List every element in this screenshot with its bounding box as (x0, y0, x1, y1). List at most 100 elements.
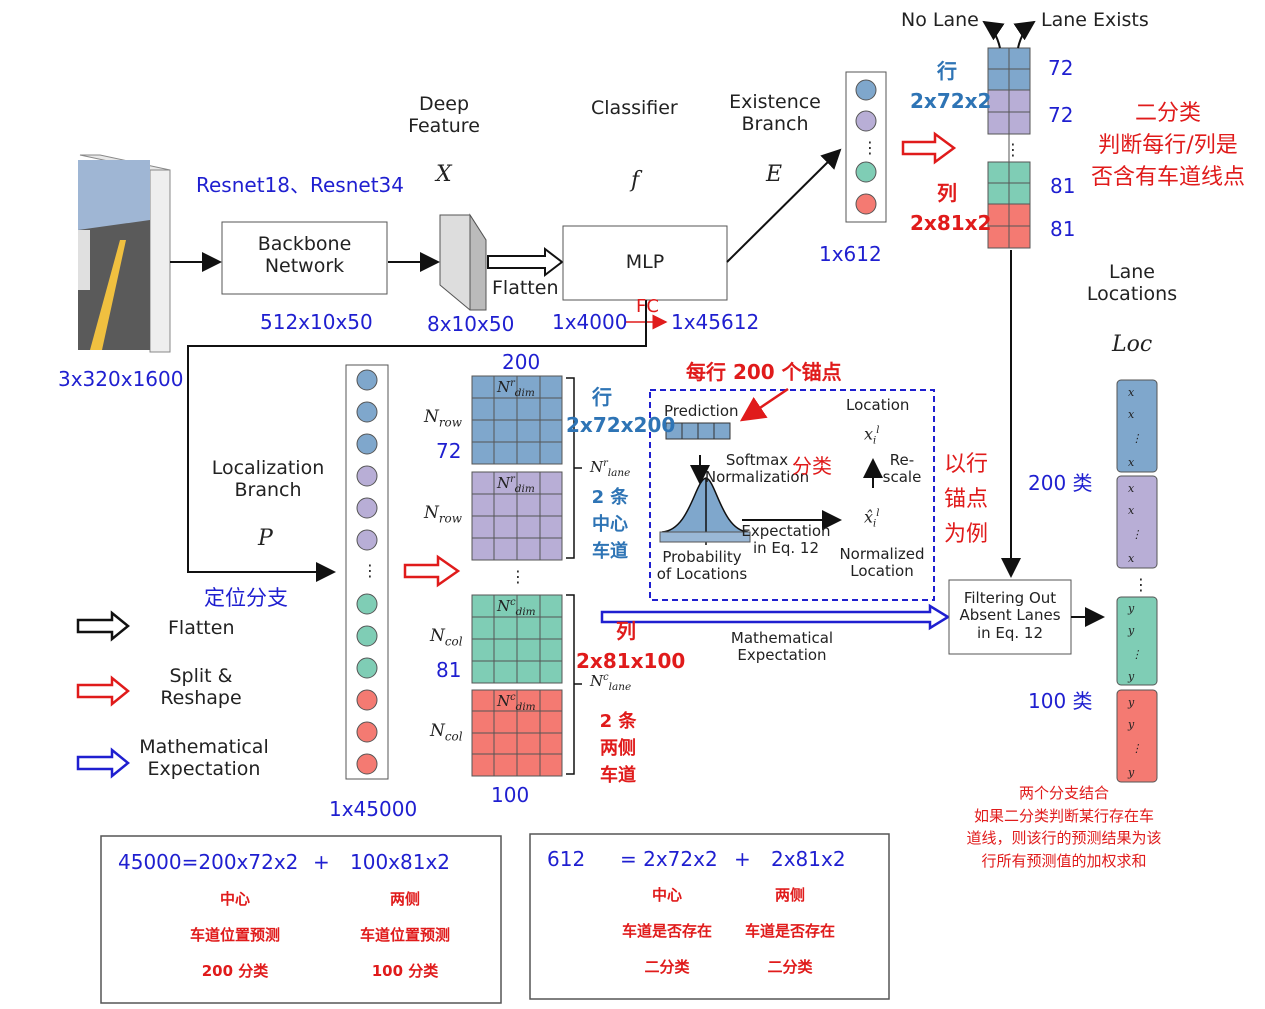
ndim-c-1: Ncdim (497, 597, 536, 618)
sum-right-eq-b: = 2x72x2 (620, 847, 718, 871)
grid-col-dims: 2x81x100 (576, 649, 686, 673)
backbone-label: Backbone Network (257, 233, 352, 277)
n-col-1: Ncol (430, 626, 463, 649)
existence-label: Existence Branch (729, 91, 821, 135)
legend-arrows (76, 610, 130, 779)
nlane-r: Nrlane (590, 458, 631, 479)
grid-col-cn: 列 (616, 619, 636, 643)
grid-row-1 (471, 375, 563, 465)
localization-symbol: P (258, 526, 273, 551)
svg-text:x: x (1128, 456, 1135, 469)
sum-right-eq-c: 2x81x2 (771, 847, 846, 871)
expectation-label: Expectation in Eq. 12 (741, 522, 831, 558)
sum-left-col-b: 两侧 车道位置预测 100 分类 (359, 890, 450, 980)
math-expectation-label: Mathematical Expectation (730, 629, 834, 665)
exist-col-n2: 81 (1050, 217, 1076, 241)
classifier-label: Classifier (591, 97, 678, 119)
grid-col-2 (471, 689, 563, 777)
fc-label: FC (636, 296, 659, 317)
legend-flatten: Flatten (168, 617, 235, 639)
sum-right-col-a: 中心 车道是否存在 二分类 (621, 886, 712, 976)
svg-text:⋮: ⋮ (362, 561, 378, 580)
lane-exists-label: Lane Exists (1041, 9, 1149, 31)
flatten-label: Flatten (492, 277, 559, 299)
lane-locations-symbol: Loc (1112, 332, 1153, 357)
input-image (78, 154, 171, 353)
input-dims: 3x320x1600 (58, 367, 184, 391)
sum-left-eq-a: 45000=200x72x2 (118, 850, 299, 874)
svg-text:x: x (1128, 408, 1135, 421)
svg-text:⋮: ⋮ (1131, 528, 1142, 541)
svg-text:⋮: ⋮ (1131, 742, 1142, 755)
mlp-dims: 1x4000 (552, 310, 628, 334)
rescale-label: Re- scale (882, 451, 922, 487)
probability-curve (659, 477, 751, 545)
grid-col-lanes: 2 条 两侧 车道 (599, 711, 637, 786)
svg-text:y: y (1127, 696, 1135, 709)
prediction-bar (665, 422, 731, 440)
grid-row-2 (471, 471, 563, 561)
grid-row-lanes: 2 条 中心 车道 (591, 487, 629, 562)
backbone-dims: 512x10x50 (260, 310, 373, 334)
cls-label: 分类 (792, 454, 832, 478)
svg-text:y: y (1127, 766, 1135, 779)
count-200: 200 类 (1028, 471, 1093, 495)
detail-box (649, 389, 935, 601)
exist-row-n2: 72 (1048, 103, 1074, 127)
filter-box (948, 579, 1072, 655)
legend-split: Split & Reshape (160, 665, 242, 709)
x-hat-symbol: x̂il (864, 507, 880, 530)
sum-right-col-b: 两侧 车道是否存在 二分类 (744, 886, 835, 976)
svg-text:⋮: ⋮ (862, 138, 878, 157)
nlane-c: Nclane (590, 672, 632, 693)
svg-text:x: x (1128, 552, 1135, 565)
exist-col-label: 列 (937, 181, 957, 205)
feature-block (439, 213, 487, 311)
prob-label: Probability of Locations (656, 548, 748, 584)
summary-box-left (100, 835, 502, 1004)
svg-text:x: x (1128, 386, 1135, 399)
mlp-box (562, 225, 728, 301)
svg-text:y: y (1127, 624, 1135, 637)
exist-col-n1: 81 (1050, 174, 1076, 198)
mlp-out-dims: 1x45612 (671, 310, 760, 334)
svg-text:x: x (1128, 504, 1135, 517)
prediction-label: Prediction (664, 402, 739, 420)
existence-output: ⋮ (987, 47, 1031, 249)
sum-right-eq-a: 612 (547, 847, 586, 871)
svg-text:⋮: ⋮ (1133, 575, 1149, 594)
exist-col-dims: 2x81x2 (910, 211, 992, 235)
count-100: 100 类 (1028, 689, 1093, 713)
grid-row-cn: 行 (592, 385, 612, 409)
svg-text:⋮: ⋮ (510, 567, 526, 586)
feature-symbol: X (436, 162, 452, 187)
svg-text:y: y (1127, 718, 1135, 731)
flatten-arrow (487, 246, 564, 278)
ndim-r-1: Nrdim (497, 378, 535, 399)
svg-text:y: y (1127, 670, 1135, 683)
n-row-val: 72 (436, 439, 462, 463)
n-col-val: 81 (436, 658, 462, 682)
existence-dims: 1x612 (819, 242, 882, 266)
ndim-c-2: Ncdim (497, 692, 536, 713)
softmax-label: Softmax Normalization (704, 451, 810, 487)
summary-box-right (529, 833, 890, 1000)
no-lane-label: No Lane (901, 9, 979, 31)
lane-locations-label: Lane Locations (1086, 261, 1178, 305)
detail-side-note: 以行 锚点 为例 (943, 452, 988, 548)
feature-dims: 8x10x50 (427, 312, 515, 336)
feature-label: Deep Feature (408, 93, 480, 137)
existence-symbol: E (766, 162, 783, 187)
backbone-title: Resnet18、Resnet34 (196, 173, 404, 197)
n-row-2: Nrow (424, 503, 462, 526)
normalized-label: Normalized Location (839, 545, 925, 581)
exist-note: 二分类 判断每行/列是 否含有车道线点 (1090, 101, 1245, 190)
grid-top-count: 200 (502, 350, 541, 374)
sum-left-plus: + (313, 850, 330, 874)
x-i-l-symbol: xil (864, 424, 880, 447)
exist-row-dims: 2x72x2 (910, 89, 992, 113)
exist-row-n1: 72 (1048, 56, 1074, 80)
sum-left-eq-b: 100x81x2 (350, 850, 451, 874)
svg-text:x: x (1128, 482, 1135, 495)
